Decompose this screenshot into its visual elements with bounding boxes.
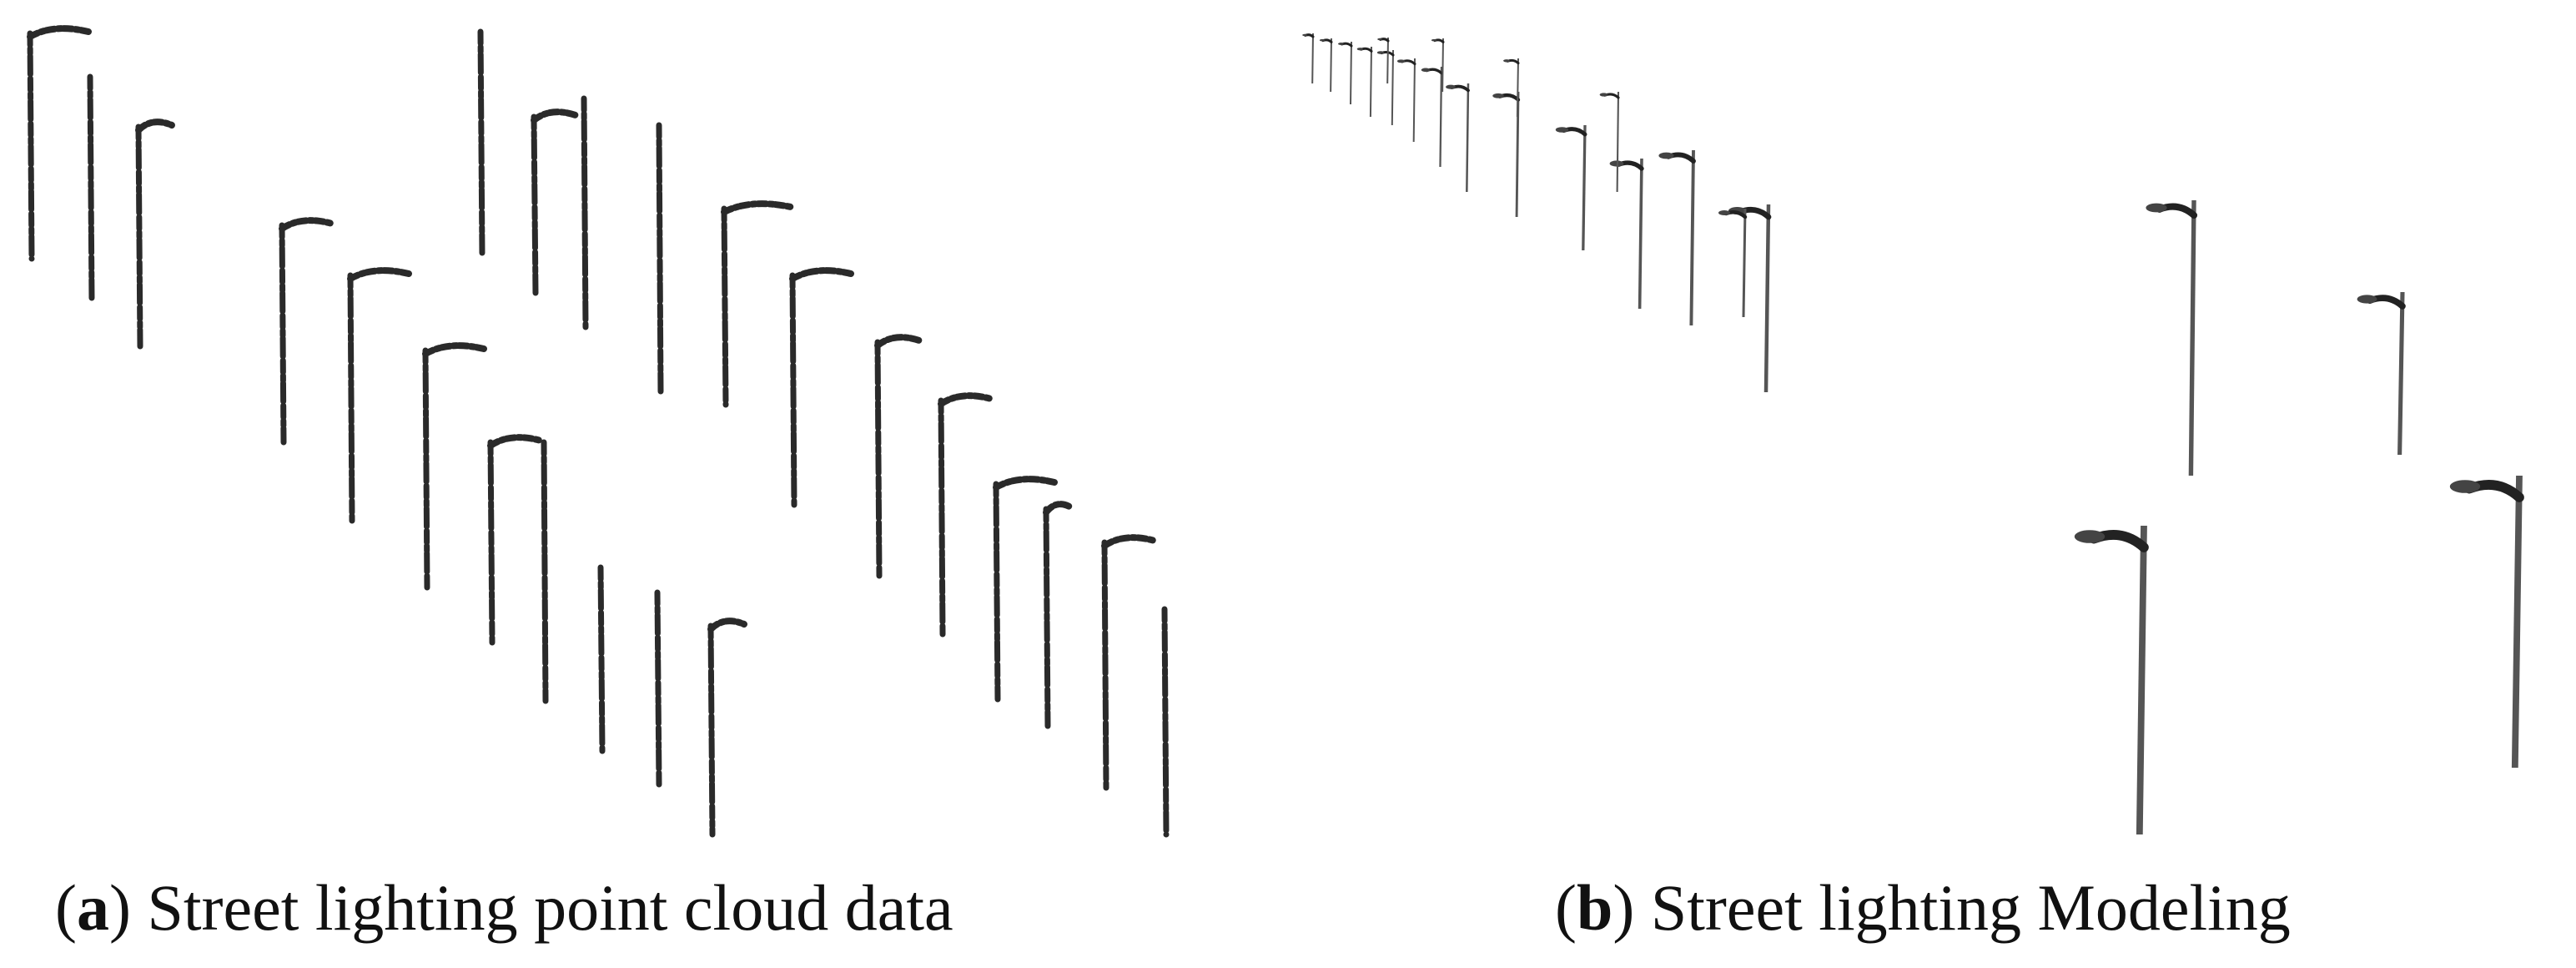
- modeled-lamp-head: [2449, 480, 2481, 493]
- modeled-lamp-head: [2146, 203, 2167, 213]
- point-cloud-lamp-arm: [279, 217, 335, 232]
- point-cloud-pole: [477, 28, 486, 259]
- point-cloud-poles-illustration: [27, 25, 1170, 838]
- caption-a: (a) Street lighting point cloud data: [55, 871, 953, 944]
- modeled-pole: [2188, 199, 2196, 476]
- modeled-pole: [1412, 58, 1416, 143]
- point-cloud-pole: [422, 347, 430, 592]
- modeled-lamp-head: [1338, 43, 1344, 45]
- modeled-lamp-head: [1356, 48, 1364, 51]
- point-cloud-lamp-arm: [993, 476, 1058, 491]
- point-cloud-pole: [789, 272, 797, 508]
- modeled-lamp-head: [1718, 210, 1730, 215]
- modeled-poles-illustration: [1302, 33, 2524, 835]
- modeled-pole: [1386, 37, 1389, 84]
- modeled-lamp-head: [1446, 84, 1456, 89]
- modeled-pole: [1582, 124, 1587, 251]
- modeled-lamp-head: [1431, 38, 1437, 42]
- modeled-lamp-head: [1302, 33, 1307, 37]
- modeled-pole: [1742, 208, 1747, 318]
- point-cloud-pole: [541, 439, 549, 704]
- point-cloud-pole: [707, 623, 716, 838]
- modeled-lamp-head: [1503, 59, 1510, 63]
- modeled-lamp-head: [2357, 295, 2377, 304]
- point-cloud-lamp-arm: [1043, 501, 1074, 516]
- modeled-lamp-head: [1421, 68, 1431, 73]
- point-cloud-lamp-arm: [487, 434, 544, 449]
- point-cloud-lamp-arm: [1101, 534, 1158, 549]
- point-cloud-pole: [1043, 506, 1051, 729]
- modeled-lamp-head: [1492, 93, 1504, 98]
- modeled-pole: [1439, 66, 1443, 168]
- point-cloud-lamp-arm: [874, 334, 923, 349]
- point-cloud-pole: [581, 95, 589, 330]
- point-cloud-pole: [487, 439, 496, 646]
- point-cloud-lamp-arm: [135, 118, 175, 134]
- point-cloud-pole: [654, 589, 662, 788]
- point-cloud-pole: [656, 122, 664, 396]
- point-cloud-pole: [993, 481, 1001, 703]
- point-cloud-lamp-arm: [27, 25, 92, 40]
- modeled-pole: [2136, 525, 2147, 835]
- modeled-pole: [1311, 33, 1314, 84]
- modeled-lamp-head: [1376, 51, 1385, 54]
- modeled-lamp-head: [1396, 59, 1406, 63]
- point-cloud-pole: [27, 30, 35, 262]
- modeled-pole: [1638, 158, 1643, 310]
- modeled-pole: [1391, 49, 1394, 126]
- point-cloud-pole: [531, 113, 539, 297]
- panel-b-model-image: [1301, 0, 2576, 851]
- panel-a-point-cloud-image: [0, 0, 1226, 851]
- caption-a-letter: a: [76, 871, 109, 944]
- modeled-pole: [1763, 204, 1771, 393]
- point-cloud-pole: [135, 124, 143, 350]
- point-cloud-pole: [1101, 539, 1109, 792]
- modeled-lamp-head: [1555, 127, 1569, 133]
- point-cloud-pole: [597, 564, 606, 754]
- modeled-pole: [2511, 475, 2523, 769]
- modeled-pole: [1466, 83, 1470, 193]
- point-cloud-pole: [938, 397, 946, 638]
- caption-b: (b) Street lighting Modeling: [1555, 871, 2291, 944]
- modeled-lamp-head: [1658, 152, 1674, 159]
- modeled-lamp-head: [1319, 38, 1326, 42]
- modeled-pole: [1441, 38, 1444, 93]
- modeled-lamp-head: [1377, 38, 1382, 41]
- caption-a-text: Street lighting point cloud data: [147, 871, 953, 944]
- caption-b-text: Street lighting Modeling: [1650, 871, 2291, 944]
- modeled-lamp-head: [2074, 530, 2106, 543]
- point-cloud-lamp-arm: [347, 267, 412, 282]
- point-cloud-lamp-arm: [422, 342, 487, 357]
- point-cloud-lamp-arm: [531, 108, 579, 124]
- caption-b-letter: b: [1576, 871, 1613, 944]
- point-cloud-pole: [347, 272, 355, 525]
- point-cloud-pole: [87, 73, 95, 304]
- point-cloud-lamp-arm: [721, 200, 794, 215]
- modeled-pole: [1516, 58, 1519, 118]
- point-cloud-lamp-arm: [938, 392, 994, 407]
- modeled-lamp-head: [1599, 93, 1608, 97]
- point-cloud-pole: [721, 205, 729, 408]
- modeled-pole: [2397, 291, 2405, 456]
- point-cloud-lamp-arm: [707, 618, 747, 633]
- modeled-pole: [1689, 149, 1695, 326]
- point-cloud-pole: [279, 222, 287, 446]
- point-cloud-lamp-arm: [789, 267, 854, 282]
- point-cloud-pole: [874, 339, 883, 579]
- point-cloud-pole: [1161, 606, 1170, 838]
